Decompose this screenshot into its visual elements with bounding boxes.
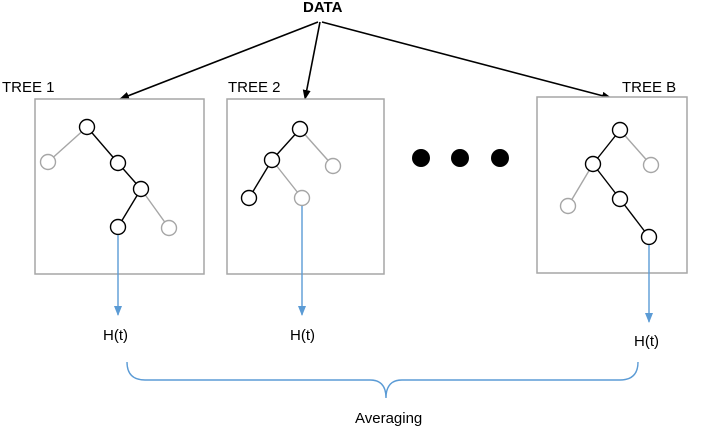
tree2-label: TREE 2 (228, 79, 281, 96)
averaging-label: Averaging (355, 410, 423, 427)
treeb-box (536, 96, 688, 274)
tree-node (293, 189, 311, 207)
data-title: DATA (303, 0, 343, 16)
tree-node (642, 156, 660, 174)
treeb-output-label: H(t) (634, 333, 659, 350)
tree-node (160, 219, 178, 237)
tree-node (109, 218, 127, 236)
tree-node (291, 120, 309, 138)
tree-node (559, 197, 577, 215)
tree-node (109, 154, 127, 172)
tree-node (132, 180, 150, 198)
data-to-tree1-arrow (119, 21, 319, 100)
treeb-label: TREE B (622, 79, 677, 96)
tree-node (611, 190, 629, 208)
treeb-graph (559, 121, 660, 246)
tree-node (584, 155, 602, 173)
data-to-treeb-arrow (321, 21, 612, 100)
data-to-tree2-arrow (302, 21, 321, 100)
tree1-graph (39, 118, 178, 237)
tree1-output-label: H(t) (103, 327, 128, 344)
tree-node (240, 189, 258, 207)
averaging-brace (126, 361, 639, 399)
tree1-label: TREE 1 (2, 79, 55, 96)
tree1-box (34, 98, 205, 275)
tree-node (263, 151, 281, 169)
tree2-graph (240, 120, 342, 207)
tree2-output-label: H(t) (290, 327, 315, 344)
tree-node (611, 121, 629, 139)
tree-node (640, 228, 658, 246)
tree-node (324, 157, 342, 175)
tree-node (39, 153, 57, 171)
ellipsis-dots-icon (412, 149, 509, 167)
tree-node (78, 118, 96, 136)
